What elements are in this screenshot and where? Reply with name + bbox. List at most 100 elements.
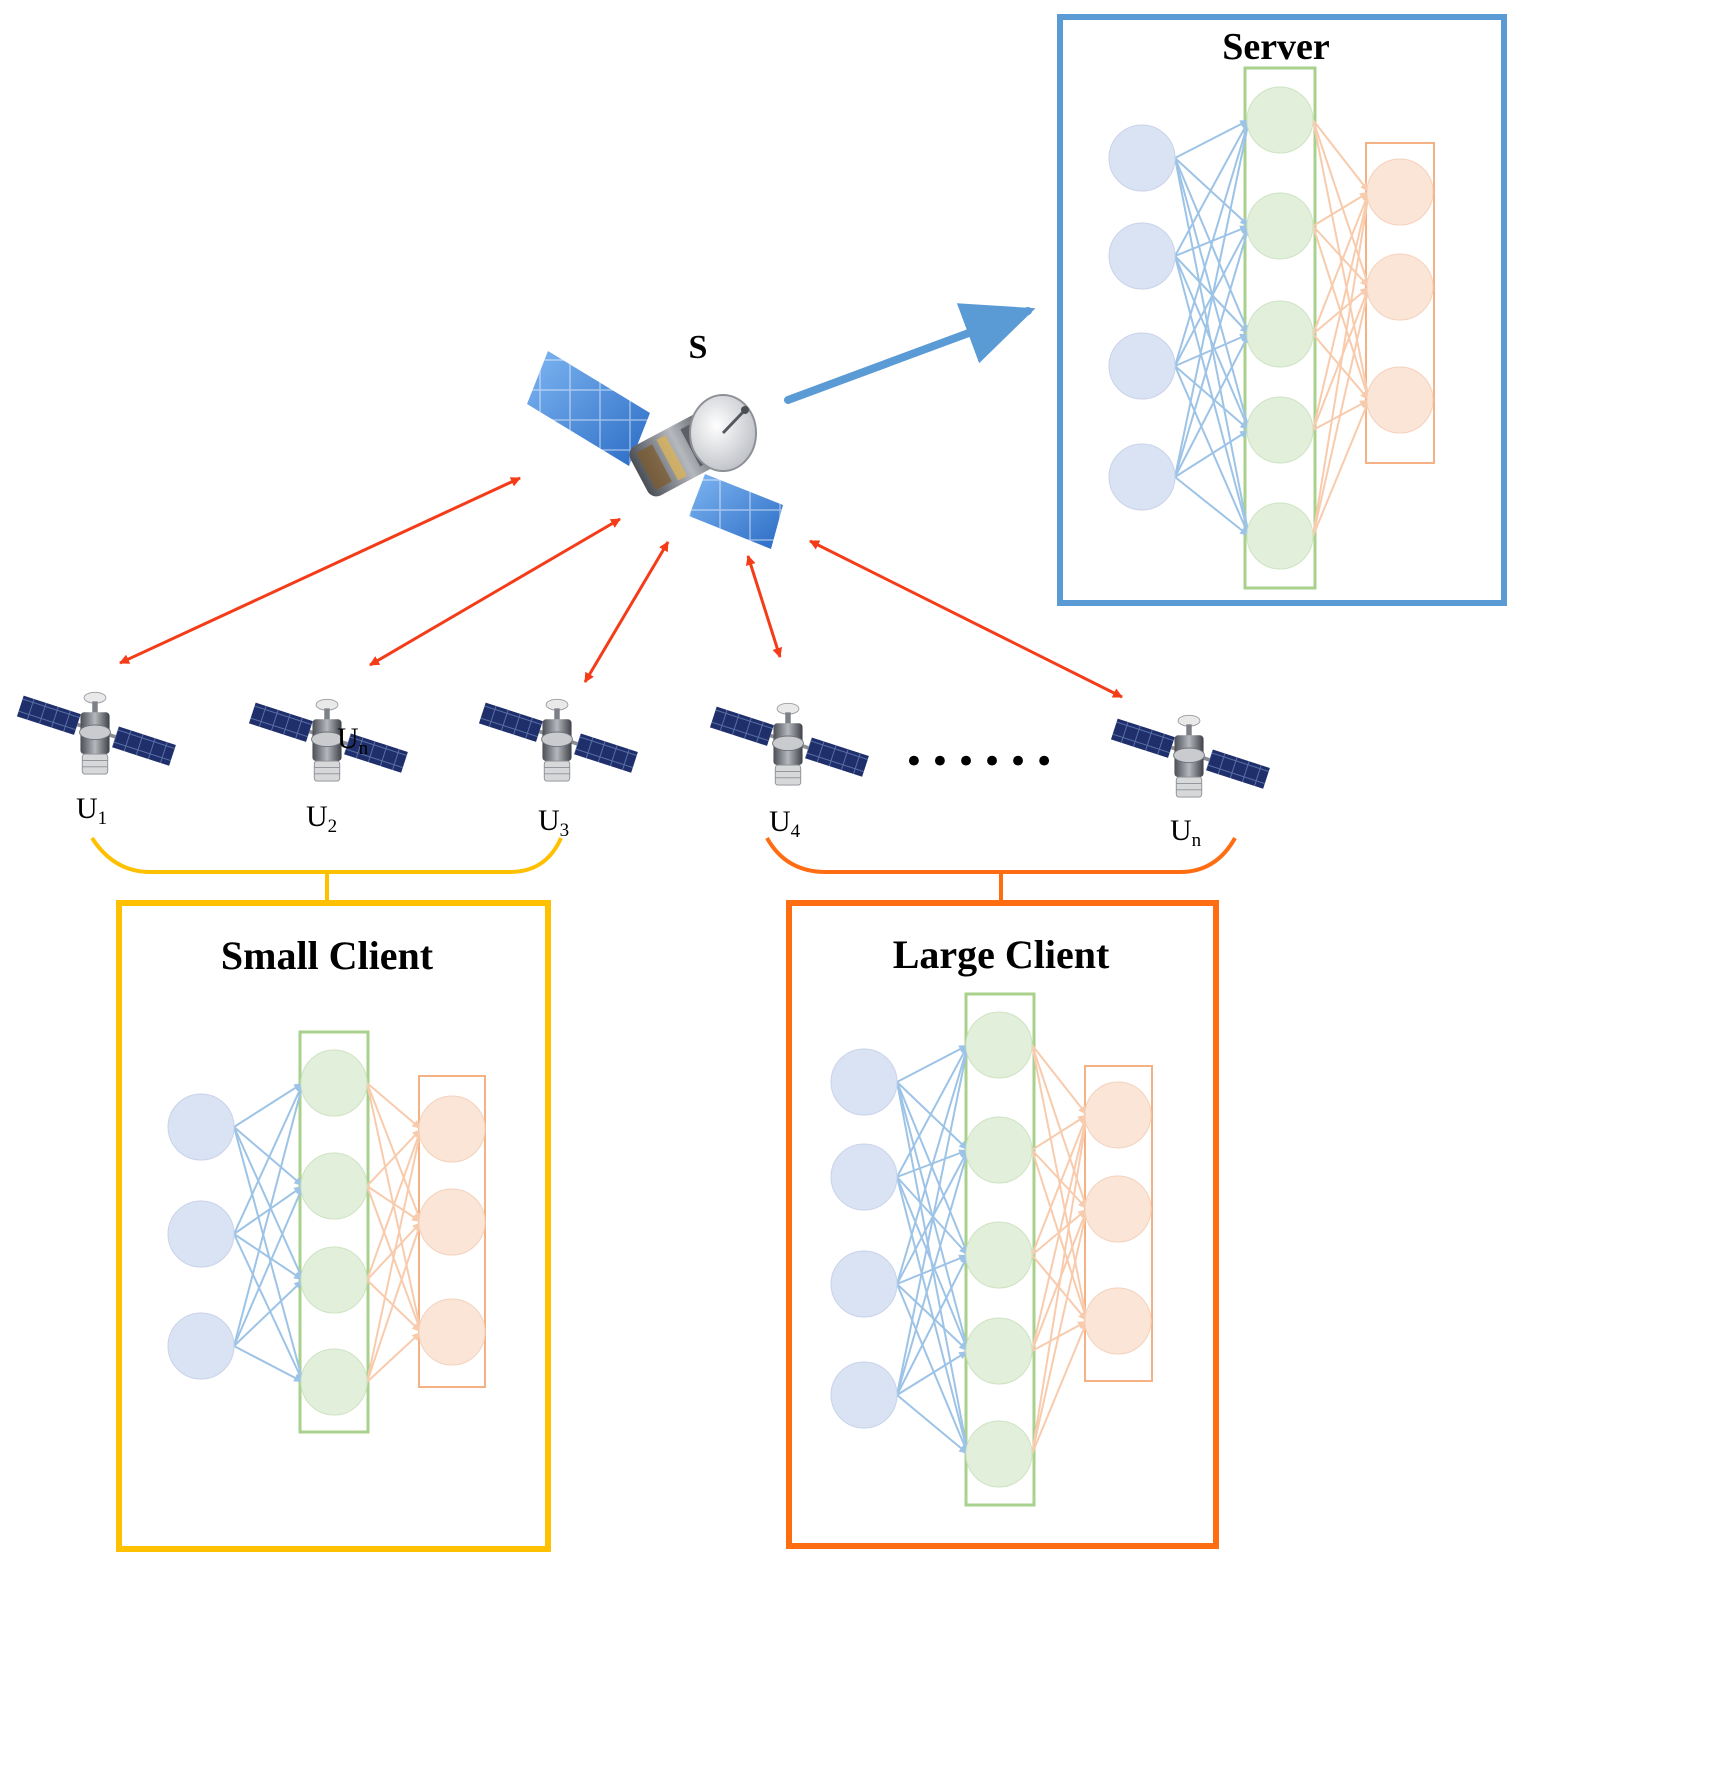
satellite-u3-icon xyxy=(478,698,639,782)
server-panel: Server xyxy=(1057,14,1507,606)
large-client-edge-hid-1-out-1 xyxy=(1031,1149,1088,1210)
satellite-un-icon xyxy=(1110,714,1271,798)
small-client-hidden-node xyxy=(300,1246,368,1314)
client-label-u2: U2 xyxy=(306,800,337,837)
large-client-edge-in-1-hid-3 xyxy=(896,1176,969,1352)
large-client-edge-hid-0-out-1 xyxy=(1031,1044,1088,1210)
server-edge-in-1-hid-0 xyxy=(1174,119,1250,257)
small-client-edge-in-1-hid-2 xyxy=(233,1233,304,1281)
satellite-icon xyxy=(527,351,783,549)
server-neural-network xyxy=(1108,66,1435,590)
small-client-edge-in-1-hid-3 xyxy=(233,1233,304,1383)
client-satellites xyxy=(16,691,1271,798)
server-edge-in-3-hid-4 xyxy=(1174,476,1250,537)
small-client-edge-hid-2-out-0 xyxy=(366,1128,422,1281)
client-label-u1: U1 xyxy=(76,792,107,829)
large-client-edge-in-2-hid-0 xyxy=(896,1044,970,1285)
small-client-input-node xyxy=(167,1312,235,1380)
large-client-edge-in-0-hid-2 xyxy=(896,1081,969,1256)
small-client-edge-hid-3-out-1 xyxy=(366,1221,422,1383)
small-client-output-node xyxy=(418,1188,486,1256)
overlay-un-label: Un xyxy=(337,722,369,759)
central-satellite: S xyxy=(527,329,783,549)
server-edge-hid-0-out-1 xyxy=(1312,119,1370,288)
communication-links xyxy=(119,476,1123,699)
server-hidden-node xyxy=(1246,86,1314,154)
link-s-un xyxy=(809,539,1123,699)
satellite-u2-icon xyxy=(248,698,409,782)
large-client-edge-in-0-hid-4 xyxy=(896,1081,971,1455)
server-edge-in-0-hid-1 xyxy=(1174,157,1250,227)
small-client-panel: Small Client xyxy=(116,900,551,1552)
link-s-u2 xyxy=(369,517,621,667)
satellite-u4-icon xyxy=(709,702,870,786)
small-client-edge-hid-0-out-1 xyxy=(366,1082,422,1223)
central-satellite-label: S xyxy=(689,329,708,366)
server-edge-hid-2-out-0 xyxy=(1312,191,1370,335)
server-edge-in-3-hid-1 xyxy=(1174,225,1251,478)
large-client-edge-in-1-hid-0 xyxy=(896,1044,969,1178)
link-s-u3 xyxy=(583,541,670,683)
large-client-edge-hid-3-out-0 xyxy=(1031,1114,1089,1352)
link-s-u4 xyxy=(745,555,783,658)
client-label-u4: U4 xyxy=(769,805,801,842)
server-hidden-node xyxy=(1246,192,1314,260)
client-label-un: Un xyxy=(1170,814,1202,851)
large-client-output-node xyxy=(1084,1175,1152,1243)
server-hidden-node xyxy=(1246,396,1314,464)
small-client-output-node xyxy=(418,1298,486,1366)
large-client-box xyxy=(786,900,1219,1549)
small-client-box xyxy=(116,900,551,1552)
large-client-edge-in-2-hid-3 xyxy=(896,1283,969,1352)
server-hidden-node xyxy=(1246,502,1314,570)
small-client-edge-hid-3-out-2 xyxy=(366,1331,422,1383)
server-edge-in-0-hid-4 xyxy=(1174,157,1252,537)
large-client-brace xyxy=(765,837,1237,903)
large-client-edge-in-0-hid-1 xyxy=(896,1081,969,1151)
large-client-hidden-node xyxy=(965,1221,1033,1289)
server-edge-hid-4-out-2 xyxy=(1312,399,1370,537)
small-client-hidden-node xyxy=(300,1049,368,1117)
server-input-node xyxy=(1108,332,1176,400)
small-client-edge-in-2-hid-3 xyxy=(233,1345,304,1383)
small-client-title: Small Client xyxy=(221,933,434,978)
small-client-input-node xyxy=(167,1093,235,1161)
small-client-edge-hid-1-out-0 xyxy=(366,1128,422,1187)
satellite-u1-icon xyxy=(16,691,177,775)
large-client-edge-hid-1-out-0 xyxy=(1031,1114,1088,1151)
client-label-u3: U3 xyxy=(538,804,569,841)
large-client-panel: Large Client xyxy=(786,900,1219,1549)
small-client-edge-in-2-hid-2 xyxy=(233,1279,304,1347)
large-client-edge-hid-2-out-0 xyxy=(1031,1114,1088,1256)
large-client-input-node xyxy=(830,1143,898,1211)
large-client-neural-network xyxy=(830,992,1153,1507)
large-client-edge-hid-4-out-0 xyxy=(1031,1114,1090,1455)
server-input-node xyxy=(1108,222,1176,290)
large-client-edge-in-3-hid-1 xyxy=(896,1149,970,1396)
large-client-output-node xyxy=(1084,1287,1152,1355)
server-box xyxy=(1057,14,1507,606)
server-edge-hid-1-out-1 xyxy=(1312,225,1370,288)
ellipsis-dots: •••••• xyxy=(904,742,1060,782)
small-client-edge-in-2-hid-0 xyxy=(233,1082,305,1347)
server-edge-hid-1-out-0 xyxy=(1312,191,1370,227)
large-client-edge-in-2-hid-4 xyxy=(896,1283,969,1455)
large-client-edge-hid-4-out-1 xyxy=(1031,1208,1089,1455)
server-arrow xyxy=(784,303,1036,404)
server-edge-in-1-hid-3 xyxy=(1174,255,1250,431)
server-title: Server xyxy=(1222,26,1330,68)
large-client-hidden-node xyxy=(965,1116,1033,1184)
server-edge-hid-0-out-2 xyxy=(1312,119,1372,401)
small-client-hidden-layer-box xyxy=(298,1030,370,1434)
large-client-hidden-node xyxy=(965,1420,1033,1488)
large-client-edge-in-3-hid-3 xyxy=(896,1350,969,1396)
large-client-input-node xyxy=(830,1361,898,1429)
link-s-u1 xyxy=(119,476,521,665)
server-edge-hid-3-out-0 xyxy=(1312,191,1371,431)
small-client-edge-in-0-hid-0 xyxy=(233,1082,304,1128)
large-client-hidden-node xyxy=(965,1317,1033,1385)
small-client-output-node xyxy=(418,1095,486,1163)
small-client-neural-network xyxy=(167,1030,486,1434)
server-input-node xyxy=(1108,443,1176,511)
small-client-input-node xyxy=(167,1200,235,1268)
